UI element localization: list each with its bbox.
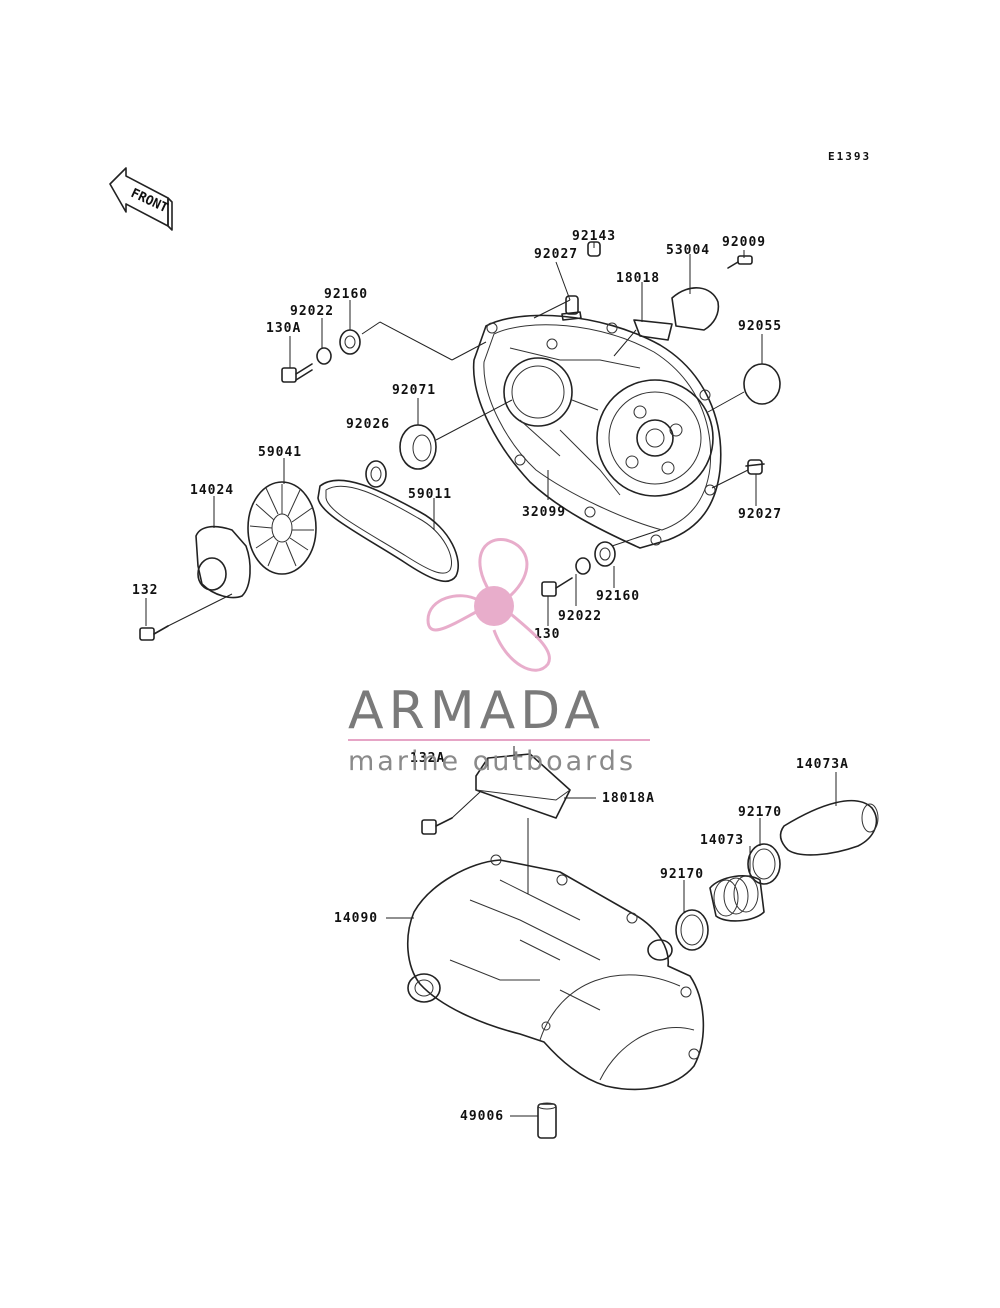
diagram-code: E1393: [828, 150, 871, 163]
part-label: 92160: [324, 287, 368, 302]
bushing-92027-top: [561, 295, 582, 321]
o-ring-92055: [743, 363, 781, 405]
sleeve-49006: [537, 1102, 557, 1139]
part-label: 14090: [334, 911, 378, 926]
cover-14024: [195, 525, 251, 599]
grommet-92160-top: [339, 329, 361, 355]
bolt-132A: [421, 817, 453, 835]
outer-cover-32099: [472, 314, 722, 549]
part-label: 92160: [596, 589, 640, 604]
bracket-18018: [633, 319, 673, 341]
part-label: 92055: [738, 319, 782, 334]
part-label: 14073: [700, 833, 744, 848]
part-label: 18018A: [602, 791, 655, 806]
armada-propeller-logo-icon: [426, 538, 551, 672]
part-label-group: 92143 92027 53004 92009 18018 92160 9202…: [132, 229, 849, 1124]
part-label: 92022: [558, 609, 602, 624]
part-label: 92009: [722, 235, 766, 250]
washer-92026: [365, 460, 387, 488]
part-label: 92027: [534, 247, 578, 262]
bolt-92009: [727, 255, 753, 269]
washer-92022-bottom: [575, 557, 591, 575]
fan-59041: [247, 481, 317, 575]
part-label: 59041: [258, 445, 302, 460]
part-label: 92143: [572, 229, 616, 244]
part-label: 59011: [408, 487, 452, 502]
part-label: 92170: [738, 805, 782, 820]
brand-name: ARMADA: [348, 681, 605, 741]
seal-92071: [399, 424, 437, 470]
clamp-92170-lower: [675, 909, 709, 951]
bolt-132: [139, 625, 169, 641]
brand-tagline: marine outboards: [348, 746, 636, 777]
part-label: 132: [132, 583, 158, 598]
leader-lines-lower: [386, 746, 837, 1117]
part-label: 14024: [190, 483, 234, 498]
grommet-92160-bottom: [594, 541, 616, 567]
clamp-92170-upper: [747, 843, 781, 885]
part-label: 92026: [346, 417, 390, 432]
plate-53004: [671, 287, 720, 331]
front-arrow-icon: FRONT: [109, 167, 173, 231]
part-label: 92027: [738, 507, 782, 522]
part-label: 18018: [616, 271, 660, 286]
inner-case-14090: [406, 854, 705, 1091]
part-label: 92071: [392, 383, 436, 398]
part-label: 49006: [460, 1109, 504, 1124]
part-label: 130: [534, 627, 560, 642]
shield-18018A: [475, 753, 571, 819]
bolt-130: [541, 577, 573, 597]
part-label: 32099: [522, 505, 566, 520]
duct-14073A: [779, 799, 879, 856]
front-label: FRONT: [128, 186, 170, 216]
part-label: 92170: [660, 867, 704, 882]
part-label: 53004: [666, 243, 710, 258]
boot-14073: [709, 875, 765, 922]
part-label: 130A: [266, 321, 301, 336]
bolt-130A: [281, 363, 313, 383]
leader-lines: [145, 242, 763, 627]
part-label: 132A: [410, 751, 445, 766]
belt-59011: [317, 479, 460, 583]
part-label: 14073A: [796, 757, 849, 772]
part-label: 92022: [290, 304, 334, 319]
bushing-92027-right: [745, 459, 765, 475]
washer-92022-top: [316, 347, 332, 365]
